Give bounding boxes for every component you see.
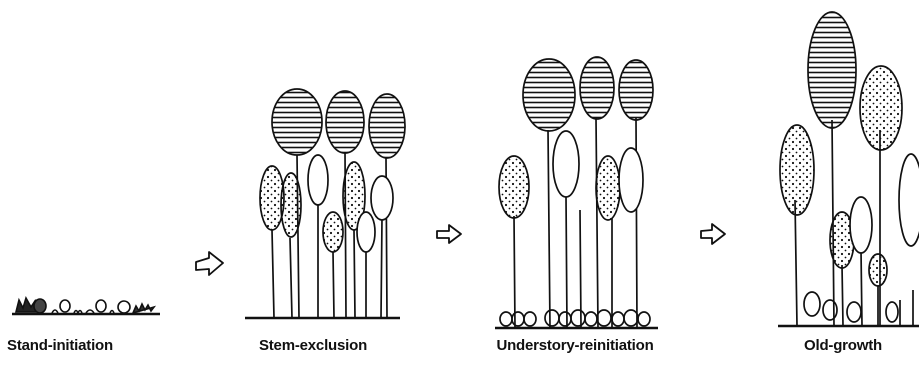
hollow-arrow-right-icon	[701, 224, 725, 244]
stage-label-stem-exclusion: Stem-exclusion	[259, 337, 367, 354]
stage-understory-reinitiation-illustration	[495, 57, 658, 328]
stage-label-old-growth: Old-growth	[804, 337, 882, 354]
stage-stem-exclusion-illustration	[245, 89, 405, 318]
stage-label-stand-initiation: Stand-initiation	[7, 337, 113, 354]
hollow-arrow-right-icon	[196, 252, 223, 275]
stage-stand-initiation-illustration	[12, 298, 160, 314]
stage-old-growth-illustration	[778, 12, 919, 326]
stage-label-understory-reinitiation: Understory-reinitiation	[496, 337, 653, 354]
hollow-arrow-right-icon	[437, 225, 461, 243]
